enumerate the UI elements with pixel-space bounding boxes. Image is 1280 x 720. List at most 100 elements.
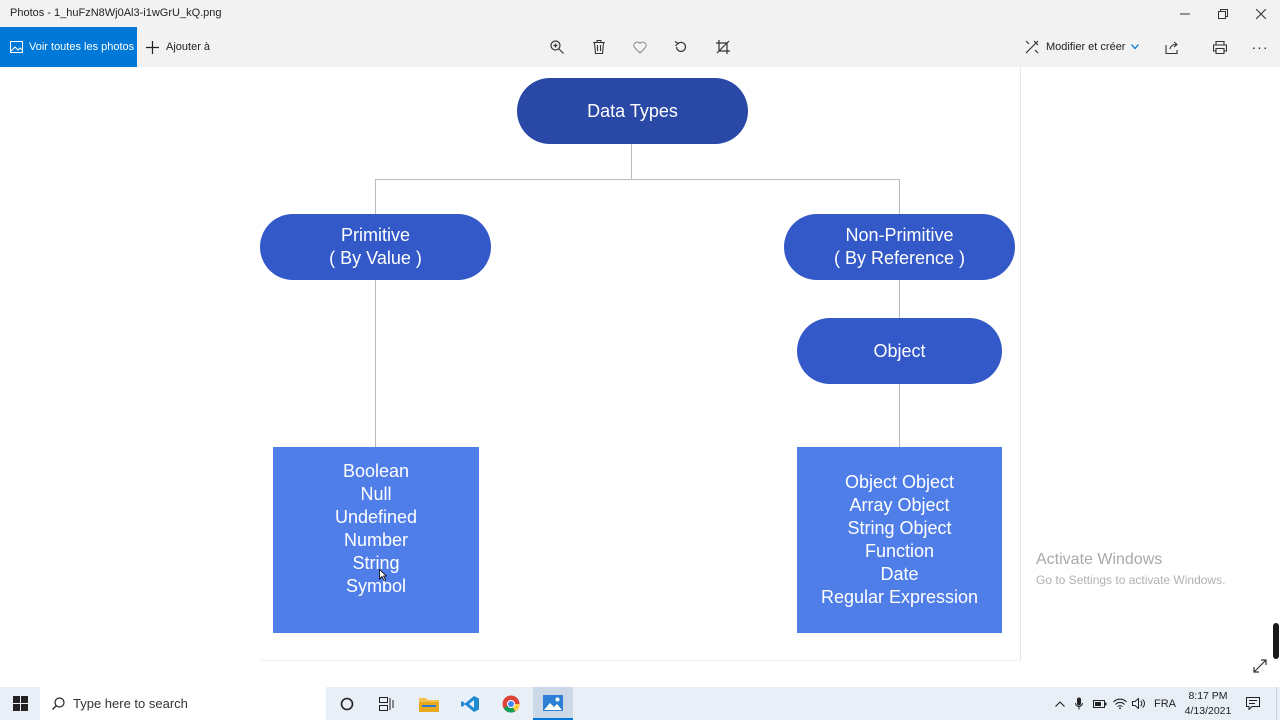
node-primitive-title: Primitive bbox=[340, 225, 410, 245]
all-photos-button[interactable]: Voir toutes les photos bbox=[0, 27, 137, 67]
more-label: ··· bbox=[1251, 39, 1269, 55]
add-to-button[interactable]: Ajouter à bbox=[146, 27, 210, 67]
image-edge-bottom bbox=[260, 660, 1020, 661]
node-primitive-types: Boolean Null Undefined Number String Sym… bbox=[273, 447, 479, 633]
node-object: Object bbox=[797, 318, 1002, 384]
clock-time: 8:17 PM bbox=[1188, 690, 1228, 702]
primitive-type-item: Number bbox=[343, 530, 409, 550]
vscode-button[interactable] bbox=[450, 687, 490, 720]
connector-root-down bbox=[631, 144, 632, 179]
close-icon bbox=[1256, 8, 1266, 19]
language-indicator[interactable]: FRA bbox=[1154, 697, 1176, 710]
primitive-type-item: String bbox=[352, 553, 400, 573]
node-primitive-subtitle: ( By Value ) bbox=[329, 248, 422, 268]
object-type-item: Array Object bbox=[849, 495, 950, 515]
task-view-icon bbox=[379, 696, 394, 711]
title-bar: Photos - 1_huFzN8Wj0Al3-i1wGrU_kQ.png bbox=[0, 0, 1280, 27]
add-to-label: Ajouter à bbox=[166, 41, 211, 53]
photos-app-icon bbox=[543, 694, 563, 711]
expand-icon bbox=[1253, 659, 1267, 673]
taskbar-clock[interactable]: 8:17 PM 4/13/2021 bbox=[1178, 689, 1238, 719]
node-data-types: Data Types bbox=[517, 78, 748, 144]
photos-icon bbox=[10, 41, 23, 53]
window-title: Photos - 1_huFzN8Wj0Al3-i1wGrU_kQ.png bbox=[10, 7, 222, 19]
vscode-icon bbox=[461, 695, 479, 712]
photos-app-button[interactable] bbox=[533, 687, 573, 720]
edit-create-label: Modifier et créer bbox=[1046, 41, 1126, 53]
show-desktop-button[interactable] bbox=[1276, 687, 1280, 720]
activate-windows-title: Activate Windows bbox=[1036, 551, 1163, 568]
restore-button[interactable] bbox=[1204, 0, 1242, 27]
connector-horizontal bbox=[375, 179, 900, 180]
connector-object-box bbox=[899, 384, 900, 447]
volume-button[interactable] bbox=[1130, 687, 1148, 720]
object-type-item: String Object bbox=[847, 518, 952, 538]
image-edge-right bbox=[1020, 67, 1021, 660]
zoom-button[interactable] bbox=[547, 27, 567, 67]
primitive-type-item: Undefined bbox=[334, 507, 418, 527]
taskbar: Type here to search FRA 8:17 PM 4/13/202… bbox=[0, 687, 1280, 720]
primitive-type-item: Boolean bbox=[342, 461, 410, 481]
node-object-types: Object Object Array Object String Object… bbox=[797, 447, 1002, 633]
scrollbar-thumb[interactable] bbox=[1273, 623, 1279, 659]
edit-create-icon bbox=[1025, 40, 1039, 54]
node-object-label: Object bbox=[873, 340, 926, 361]
mouse-cursor-icon bbox=[379, 569, 387, 581]
connector-left-down bbox=[375, 179, 376, 214]
search-placeholder: Type here to search bbox=[73, 696, 188, 711]
chevron-down-icon bbox=[1131, 44, 1140, 50]
connector-nonprimitive-object bbox=[899, 280, 900, 318]
volume-icon bbox=[1132, 698, 1145, 709]
cortana-button[interactable] bbox=[327, 687, 367, 720]
primitive-type-item: Symbol bbox=[345, 576, 407, 596]
wifi-button[interactable] bbox=[1111, 687, 1129, 720]
search-icon bbox=[52, 697, 65, 710]
task-view-button[interactable] bbox=[367, 687, 407, 720]
chrome-icon bbox=[502, 695, 520, 713]
photo-viewer: Data Types Primitive ( By Value ) Non-Pr… bbox=[0, 67, 1280, 687]
node-non-primitive-title: Non-Primitive bbox=[845, 225, 954, 245]
taskbar-search-box[interactable]: Type here to search bbox=[40, 687, 326, 720]
crop-button[interactable] bbox=[713, 27, 733, 67]
share-button[interactable] bbox=[1162, 27, 1182, 67]
crop-icon bbox=[716, 40, 730, 54]
minimize-icon bbox=[1180, 13, 1190, 14]
more-button[interactable]: ··· bbox=[1249, 27, 1271, 67]
fullscreen-button[interactable] bbox=[1251, 657, 1269, 675]
close-button[interactable] bbox=[1242, 0, 1280, 27]
rotate-icon bbox=[674, 41, 687, 52]
wifi-icon bbox=[1113, 698, 1127, 709]
activate-windows-subtitle: Go to Settings to activate Windows. bbox=[1036, 573, 1226, 587]
heart-icon bbox=[633, 41, 647, 54]
show-hidden-icons-button[interactable] bbox=[1052, 687, 1068, 720]
chrome-button[interactable] bbox=[491, 687, 531, 720]
file-explorer-button[interactable] bbox=[409, 687, 449, 720]
clock-date: 4/13/2021 bbox=[1184, 705, 1232, 717]
share-icon bbox=[1164, 41, 1178, 54]
battery-icon bbox=[1093, 699, 1107, 708]
restore-icon bbox=[1218, 8, 1228, 19]
printer-icon bbox=[1213, 40, 1227, 54]
edit-create-button[interactable]: Modifier et créer bbox=[1025, 27, 1140, 67]
battery-button[interactable] bbox=[1091, 687, 1109, 720]
node-non-primitive-subtitle: ( By Reference ) bbox=[833, 248, 966, 268]
connector-right-down bbox=[899, 179, 900, 214]
delete-button[interactable] bbox=[589, 27, 609, 67]
object-type-item: Regular Expression bbox=[820, 587, 979, 607]
cortana-icon bbox=[340, 697, 354, 710]
microphone-button[interactable] bbox=[1071, 687, 1087, 720]
primitive-type-item: Null bbox=[360, 484, 392, 504]
node-non-primitive: Non-Primitive ( By Reference ) bbox=[784, 214, 1015, 280]
notifications-button[interactable] bbox=[1243, 687, 1263, 720]
favorite-button[interactable] bbox=[630, 27, 650, 67]
object-type-item: Function bbox=[864, 541, 935, 561]
print-button[interactable] bbox=[1210, 27, 1230, 67]
trash-icon bbox=[593, 40, 605, 54]
rotate-button[interactable] bbox=[671, 27, 691, 67]
all-photos-label: Voir toutes les photos bbox=[29, 41, 135, 53]
notification-icon bbox=[1246, 697, 1260, 710]
start-button[interactable] bbox=[0, 687, 40, 720]
minimize-button[interactable] bbox=[1166, 0, 1204, 27]
chevron-up-icon bbox=[1055, 700, 1065, 707]
object-type-item: Date bbox=[880, 564, 919, 584]
